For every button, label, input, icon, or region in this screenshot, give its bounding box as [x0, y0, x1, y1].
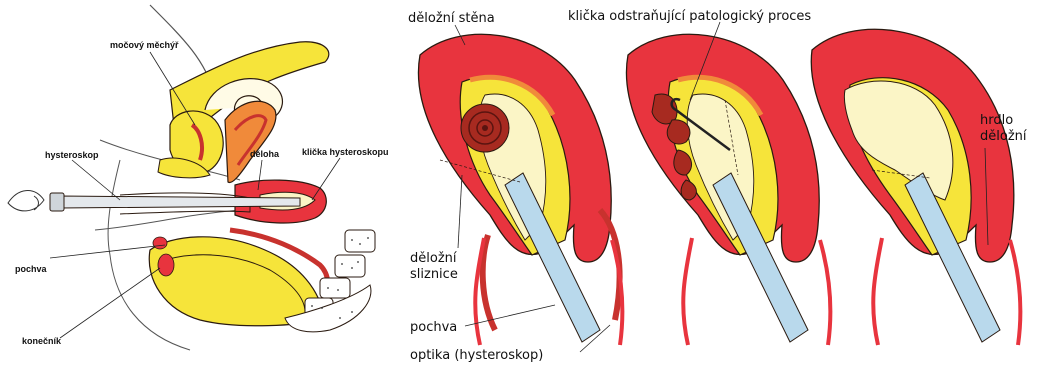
label-konecnik: konečník [22, 336, 62, 346]
uterus-stage-3 [811, 29, 1020, 345]
label-pochva-left: pochva [15, 264, 48, 274]
label-delozni-sliznice-line2: sliznice [410, 267, 458, 282]
label-pochva-right: pochva [410, 320, 457, 335]
label-deloha: děloha [250, 149, 280, 159]
label-mocovy-mechyr: močový měchýř [110, 40, 179, 50]
label-hrdlo-line2: děložní [980, 129, 1027, 144]
label-delozni-sliznice-line1: děložní [410, 251, 457, 266]
vaginal-spot [153, 237, 167, 249]
label-hrdlo-line1: hrdlo [980, 113, 1013, 128]
uterus-stage-2 [626, 34, 830, 345]
uterus-stage-1 [418, 34, 622, 345]
hysteroscope-shaft [60, 196, 300, 208]
label-klicka-odstranujici: klička odstraňující patologický proces [568, 9, 811, 24]
label-delozni-stena: děložní stěna [408, 11, 495, 26]
eye-icon [8, 191, 44, 211]
polyp-1 [461, 104, 509, 152]
left-anatomy-panel: močový měchýř hysteroskop děloha klička … [8, 5, 389, 350]
uterus [225, 101, 276, 182]
rectal-spot [158, 254, 174, 276]
label-hysteroskop-left: hysteroskop [45, 150, 99, 160]
label-klicka-hysteroskopu: klička hysteroskopu [302, 147, 389, 157]
label-optika: optika (hysteroskop) [410, 348, 543, 363]
hysteroscope-grip [50, 193, 64, 211]
